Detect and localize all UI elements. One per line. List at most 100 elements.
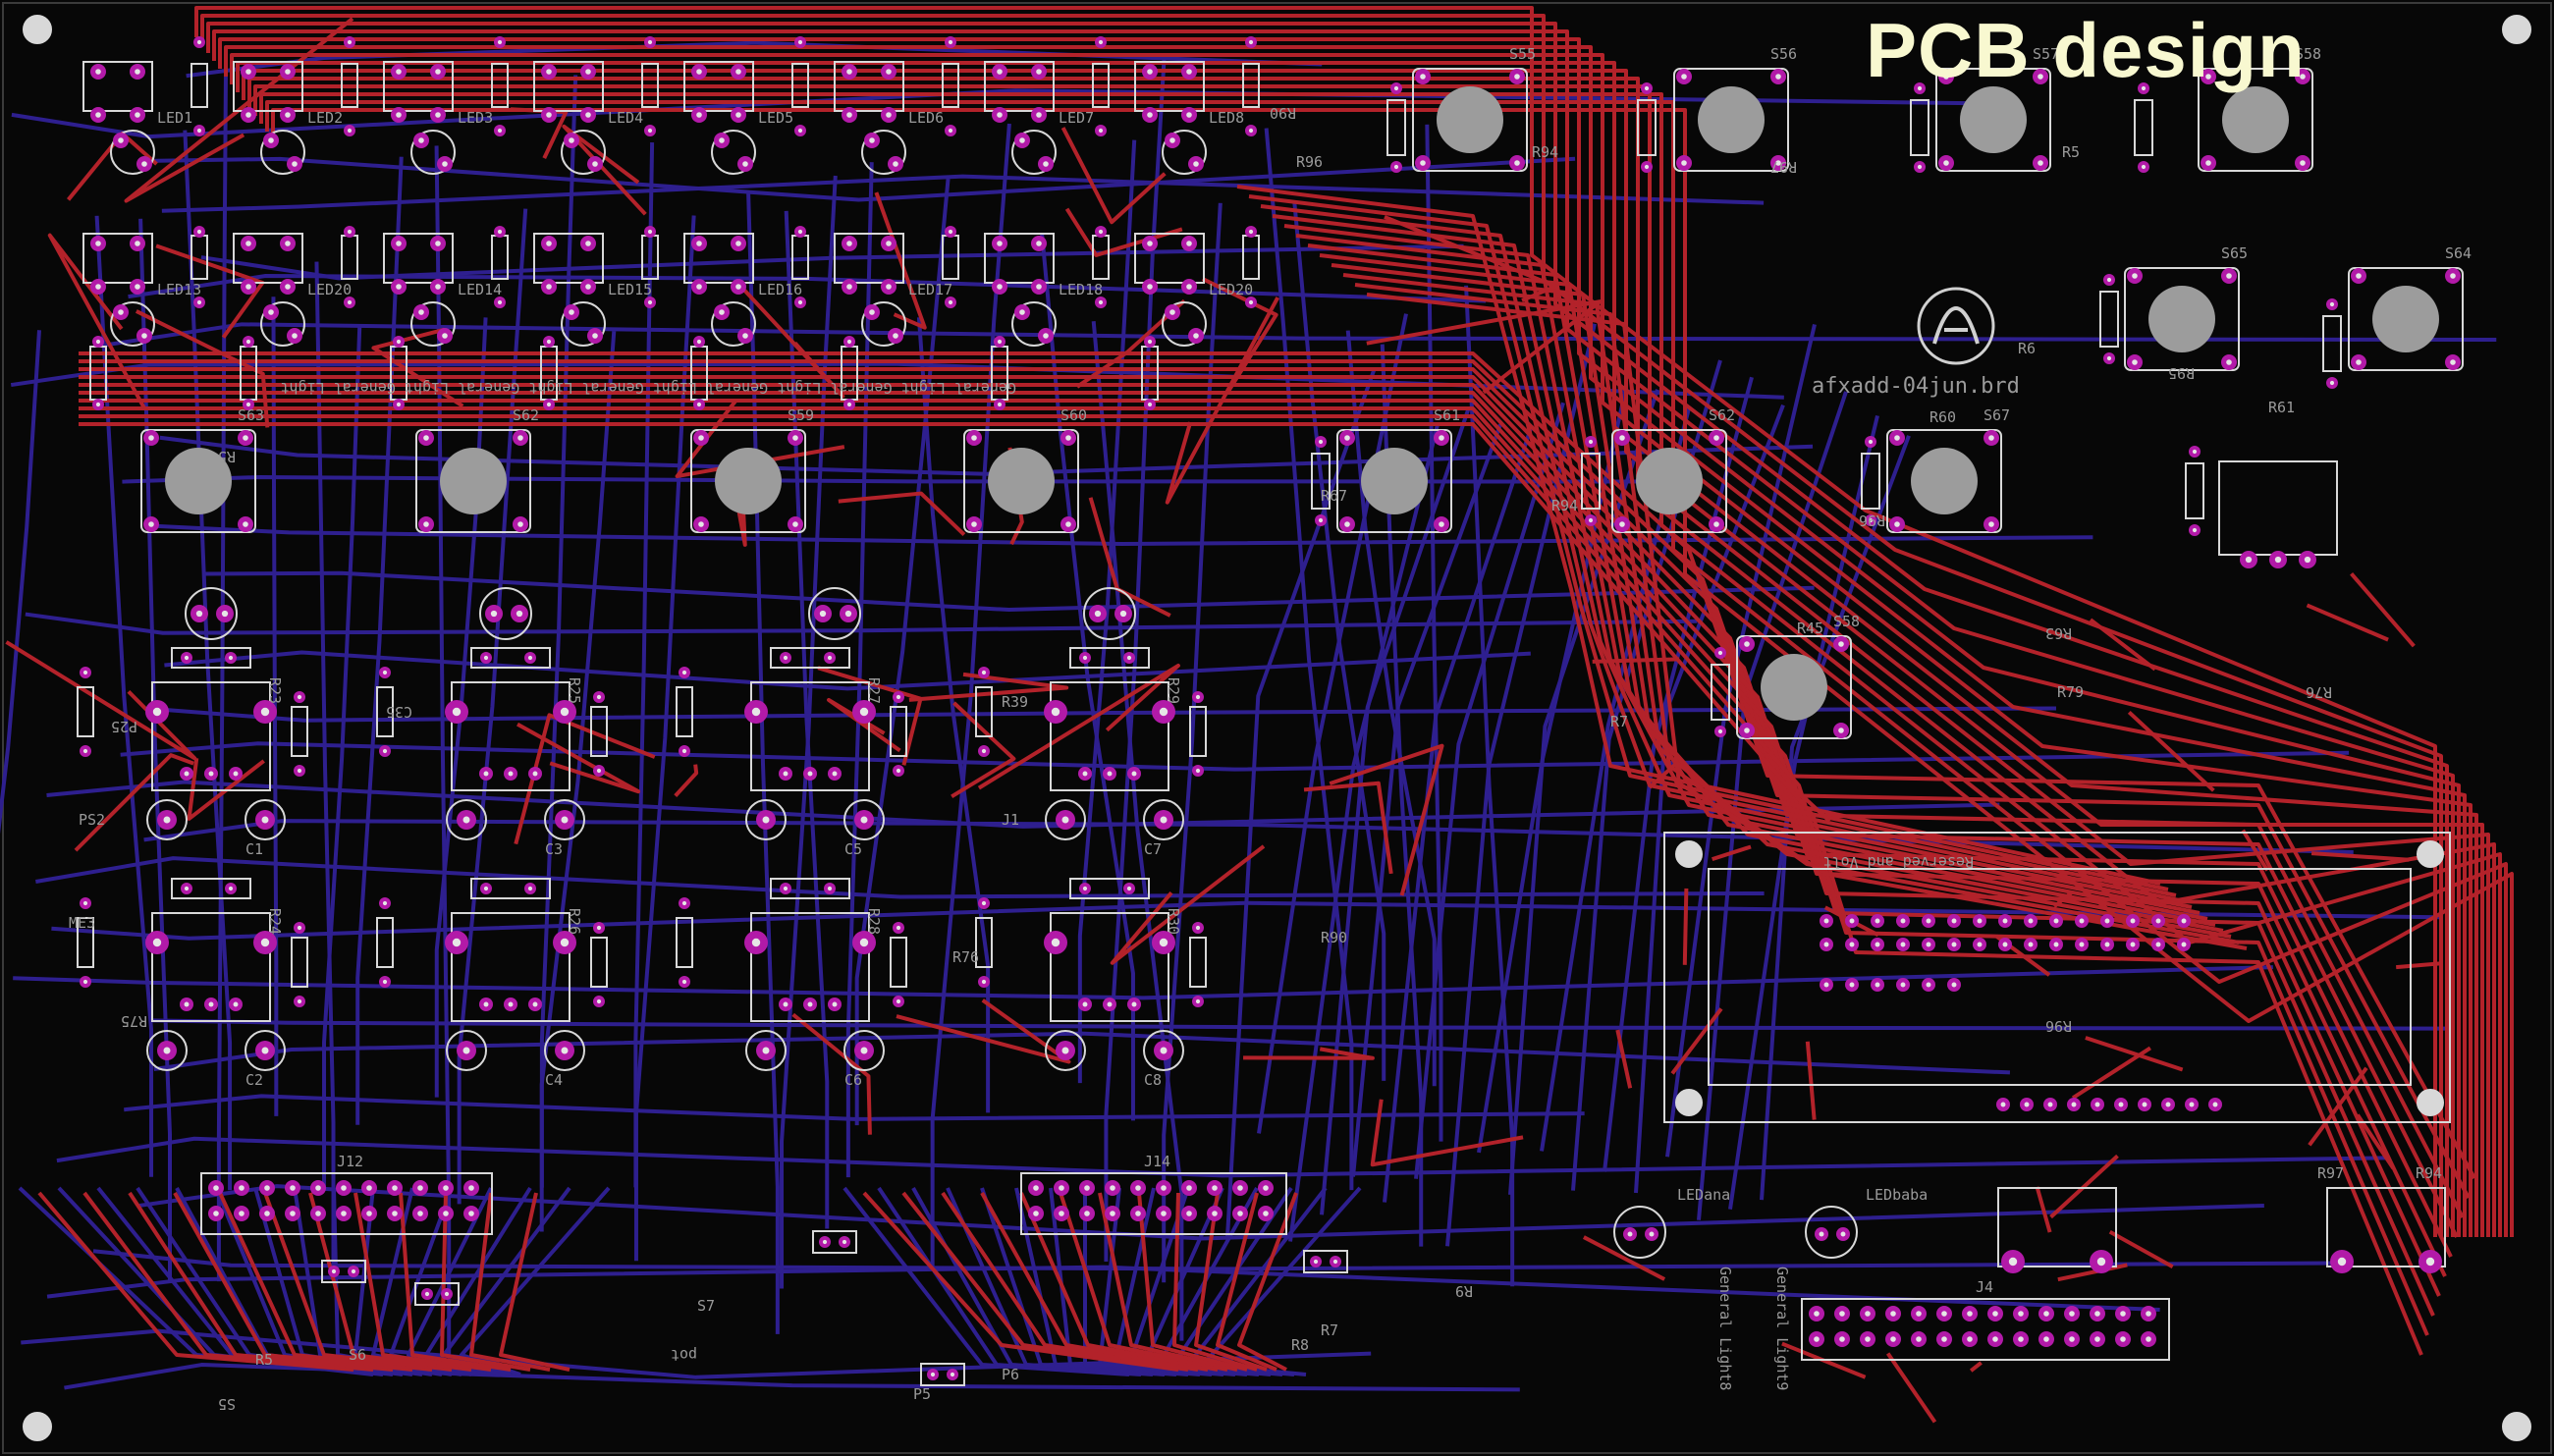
top-trace	[469, 1192, 551, 1372]
drill-hole	[1420, 74, 1426, 80]
drill-hole	[860, 1047, 868, 1054]
resistor-outline	[291, 706, 308, 757]
transistor-outline	[808, 587, 861, 640]
drill-hole	[696, 112, 702, 118]
drill-hole	[152, 707, 162, 717]
drill-hole	[497, 299, 503, 305]
drill-hole	[490, 610, 498, 618]
bottom-trace	[103, 322, 2497, 348]
resistor-outline	[942, 63, 959, 108]
bottom-trace	[46, 1265, 2160, 1313]
resistor-outline	[791, 63, 809, 108]
switch-outline	[1336, 429, 1452, 533]
drill-hole	[95, 339, 101, 345]
component-label: P5	[913, 1385, 931, 1403]
top-trace	[1243, 1047, 1375, 1060]
capacitor-outline	[146, 799, 188, 840]
drill-hole	[82, 670, 88, 675]
top-trace	[353, 1192, 492, 1372]
drill-hole	[1036, 112, 1042, 118]
drill-hole	[417, 1185, 423, 1191]
drill-hole	[546, 69, 552, 75]
resistor-outline	[590, 937, 608, 988]
drill-hole	[1082, 886, 1088, 891]
switch-outline	[1673, 68, 1789, 172]
drill-hole	[135, 241, 140, 246]
led-label: LED15	[608, 281, 652, 298]
drill-hole	[196, 39, 202, 45]
drill-hole	[1900, 942, 1906, 947]
led-footprint-outline	[984, 61, 1055, 112]
drill-hole	[1393, 164, 1399, 170]
component-label: R61	[2268, 399, 2295, 416]
led-label: LED2	[307, 109, 343, 127]
drill-hole	[245, 112, 251, 118]
drill-hole	[2245, 556, 2253, 564]
drill-hole	[2104, 918, 2110, 924]
drill-hole	[148, 521, 154, 527]
trimmer-outline	[770, 647, 850, 669]
component-label: R45	[1797, 620, 1823, 637]
trimmer-outline	[770, 878, 850, 899]
drill-hole	[264, 1211, 270, 1216]
pot-outline	[1050, 912, 1169, 1022]
resistor-outline	[1581, 453, 1601, 510]
drill-hole	[243, 521, 248, 527]
capacitor-outline	[745, 799, 787, 840]
drill-hole	[981, 900, 987, 906]
top-trace	[1370, 1099, 1524, 1167]
drill-hole	[698, 521, 704, 527]
drill-hole	[2069, 1311, 2075, 1317]
drill-hole	[1082, 1001, 1088, 1007]
drill-hole	[751, 707, 761, 717]
drill-hole	[184, 771, 190, 777]
switch-outline	[963, 429, 1079, 533]
drill-hole	[1840, 1231, 1846, 1237]
bottom-trace	[1425, 124, 1443, 1142]
drill-hole	[290, 1185, 296, 1191]
component-label: R76	[2306, 683, 2332, 701]
switch-label: S62	[513, 406, 539, 424]
drill-hole	[896, 694, 901, 700]
drill-hole	[1147, 402, 1153, 407]
top-trace	[862, 1191, 1179, 1372]
drill-hole	[698, 435, 704, 441]
component-label: R5	[218, 448, 236, 465]
switch-outline	[1886, 429, 2002, 533]
drill-hole	[423, 521, 429, 527]
drill-hole	[997, 339, 1003, 345]
led-footprint-outline	[383, 233, 454, 284]
drill-hole	[1061, 816, 1069, 824]
drill-hole	[1212, 1211, 1218, 1216]
drill-hole	[948, 229, 953, 235]
trimmer-outline	[470, 878, 551, 899]
drill-hole	[1131, 771, 1137, 777]
top-trace	[1366, 299, 1603, 395]
drill-hole	[2300, 74, 2306, 80]
drill-hole	[1186, 69, 1192, 75]
top-trace	[516, 722, 641, 794]
drill-hole	[647, 229, 653, 235]
resistor-label: R29	[1165, 677, 1182, 704]
drill-hole	[1147, 241, 1153, 246]
drill-hole	[1161, 1185, 1167, 1191]
drill-hole	[1186, 1185, 1192, 1191]
drill-hole	[1159, 707, 1168, 717]
drill-hole	[382, 670, 388, 675]
drill-hole	[2071, 1102, 2077, 1107]
resistor-outline	[975, 917, 993, 968]
drill-hole	[297, 694, 302, 700]
led-label: LED1	[157, 109, 192, 127]
drill-hole	[196, 299, 202, 305]
drill-hole	[1318, 439, 1324, 445]
bottom-trace	[1264, 128, 1354, 1191]
drill-hole	[1926, 918, 1931, 924]
capacitor-label: C2	[245, 1071, 263, 1089]
switch-label: S61	[1434, 406, 1460, 424]
top-trace	[734, 279, 845, 399]
drill-hole	[585, 112, 591, 118]
capacitor-label: C3	[545, 840, 563, 858]
led-body-outline	[861, 301, 906, 347]
drill-hole	[2038, 74, 2043, 80]
switch-cap	[2372, 286, 2439, 352]
